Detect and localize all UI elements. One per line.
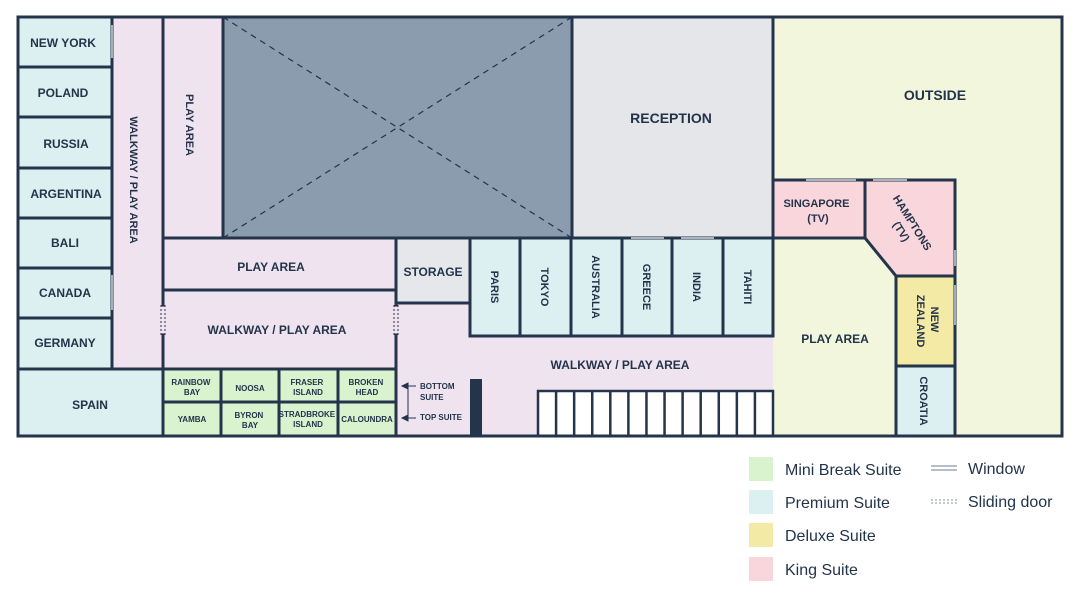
room-fill-byron-bay [221,402,279,436]
legend-swatch-deluxe [749,523,773,547]
label-greece: GREECE [640,264,652,310]
legend-swatch-mini-break [749,457,773,481]
label-top-suite: TOP SUITE [420,413,463,422]
legend: Mini Break Suite Premium Suite Deluxe Su… [749,457,1053,581]
room-fill-stradbroke-island [279,402,338,436]
room-fill-noosa [221,369,279,402]
label-bottom-suite: BOTTOM SUITE [420,382,457,402]
room-fill-broken-head [338,369,396,402]
legend-label-sliding-door: Sliding door [968,494,1053,511]
room-fill-tahiti [723,238,773,336]
legend-swatch-premium [749,490,773,514]
label-outside: OUTSIDE [904,87,966,103]
label-noosa: NOOSA [235,384,265,393]
label-storage: STORAGE [403,265,462,279]
room-fill-spain [18,369,163,436]
label-paris: PARIS [488,271,500,304]
label-germany: GERMANY [34,336,95,350]
room-fill-hamptons [865,180,955,276]
label-stradbroke-island: STRADBROKE ISLAND [279,410,338,429]
atrium-cross [222,16,573,239]
label-australia: AUSTRALIA [589,255,601,319]
label-argentina: ARGENTINA [30,187,102,201]
room-fill-new-zealand [896,276,955,366]
sliding-doors [160,305,399,335]
room-fill-paris [470,238,520,336]
label-fraser-island: FRASER ISLAND [290,378,325,397]
label-singapore: SINGAPORE (TV) [783,198,852,225]
room-fill-germany [18,318,112,369]
legend-label-premium: Premium Suite [785,495,890,512]
room-fill-argentina [18,168,112,218]
label-play-area-right: PLAY AREA [801,332,869,346]
label-byron-bay: BYRON BAY [234,411,265,430]
label-broken-head: BROKEN HEAD [349,378,386,397]
legend-window-icon [931,465,957,471]
staircase [536,389,775,438]
stair-partition [470,379,482,436]
label-tokyo: TOKYO [538,268,550,307]
label-walkway-mid: WALKWAY / PLAY AREA [208,323,347,337]
label-india: INDIA [690,272,702,302]
room-labels: NEW YORK POLAND RUSSIA ARGENTINA BALI CA… [30,36,966,430]
legend-label-mini-break: Mini Break Suite [785,462,902,479]
walls [16,15,1064,438]
label-yamba: YAMBA [178,415,207,424]
label-canada: CANADA [39,286,91,300]
room-fill-tokyo [520,238,571,336]
stair-frame [536,389,775,438]
label-play-area-top: PLAY AREA [183,94,195,156]
room-fill-croatia [896,366,955,436]
label-walkway-left: WALKWAY / PLAY AREA [127,116,139,243]
label-croatia: CROATIA [917,376,929,425]
room-fill-poland [18,67,112,117]
room-fill-bali [18,218,112,268]
label-rainbow-bay: RAINBOW BAY [171,378,212,397]
suite-arrows [400,382,416,422]
room-fill-singapore [773,180,865,238]
windows [111,25,956,325]
room-fill-caloundra [338,402,396,436]
storage-area [396,238,470,303]
room-fill-new-york [18,17,112,67]
room-fill-india [672,238,723,336]
label-play-area-mid: PLAY AREA [237,260,305,274]
room-fill-greece [622,238,672,336]
label-tahiti: TAHITI [741,270,753,305]
room-fill-canada [18,268,112,318]
label-poland: POLAND [38,86,89,100]
legend-swatch-king [749,557,773,581]
label-reception: RECEPTION [630,110,712,126]
label-walkway-bottom: WALKWAY / PLAY AREA [551,358,690,372]
room-fill-yamba [163,402,221,436]
label-new-york: NEW YORK [30,36,96,50]
legend-label-window: Window [968,461,1025,478]
label-spain: SPAIN [72,398,108,412]
label-caloundra: CALOUNDRA [341,415,393,424]
label-bali: BALI [51,236,79,250]
label-russia: RUSSIA [43,137,89,151]
room-fill-russia [18,117,112,168]
label-new-zealand: NEW ZEALAND [914,295,940,348]
room-fill-fraser-island [279,369,338,402]
room-fill-australia [571,238,622,336]
reception-area [572,17,773,238]
legend-sliding-door-icon [931,499,957,504]
room-fill-rainbow-bay [163,369,221,402]
legend-label-king: King Suite [785,562,858,579]
legend-label-deluxe: Deluxe Suite [785,528,876,545]
